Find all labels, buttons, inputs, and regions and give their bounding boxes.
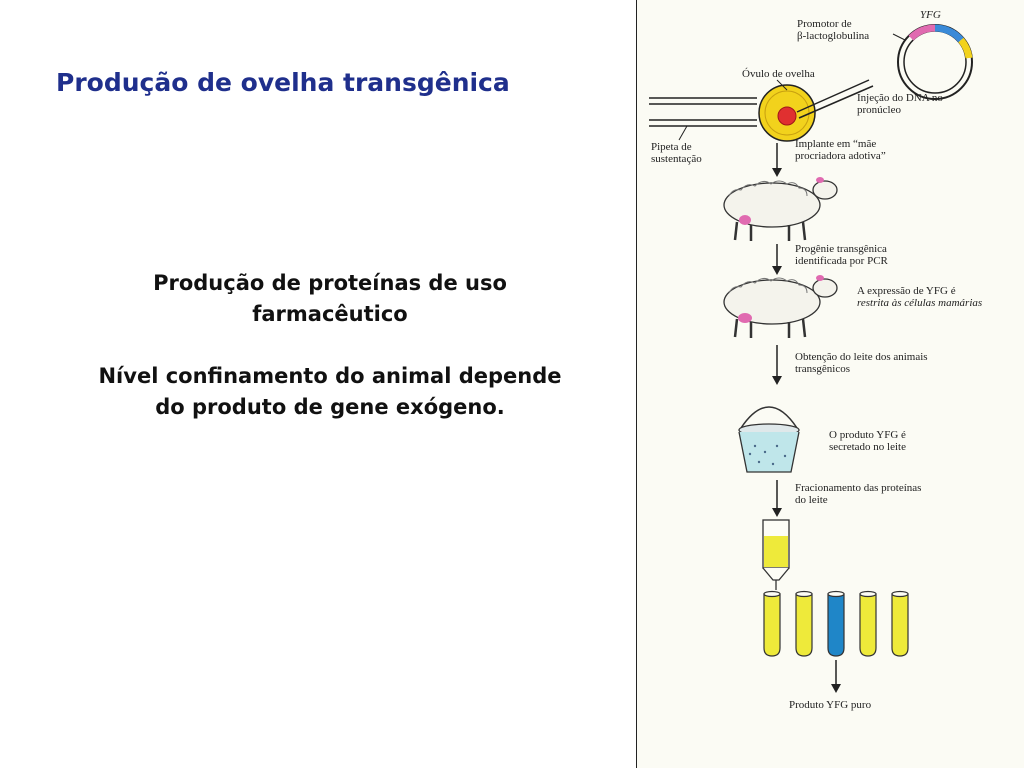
ovum-label: Óvulo de ovelha xyxy=(742,68,815,80)
fraction-label-1: Fracionamento das proteínas xyxy=(795,482,921,494)
progeny-label-1: Progênie transgênica xyxy=(795,243,887,255)
fraction-tube-2 xyxy=(795,590,813,657)
expression-label-1: A expressão de YFG é xyxy=(857,285,956,297)
implant-label-1: Implante em “mãe xyxy=(795,138,876,150)
pipette-label-2: sustentação xyxy=(651,153,702,165)
fraction-tube-1 xyxy=(763,590,781,657)
injection-needle-icon xyxy=(796,79,874,119)
milk-label-2: transgênicos xyxy=(795,363,850,375)
flow-arrow-3 xyxy=(772,345,782,385)
slide-body: Produção de proteínas de uso farmacêutic… xyxy=(30,268,630,423)
implant-label-2: procriadora adotiva” xyxy=(795,150,886,162)
final-product-label: Produto YFG puro xyxy=(789,699,872,711)
plasmid-icon xyxy=(897,24,973,100)
chromatography-column-icon xyxy=(762,519,790,590)
holding-pipette-icon xyxy=(649,97,757,127)
transgenic-sheep-icon xyxy=(723,275,838,338)
fraction-tube-5 xyxy=(891,590,909,657)
milk-label-1: Obtenção do leite dos animais xyxy=(795,351,928,363)
promoter-label-2: β-lactoglobulina xyxy=(797,30,869,42)
injection-label-2: pronúcleo xyxy=(857,104,901,116)
expression-label-2: restrita às células mamárias xyxy=(857,297,982,309)
surrogate-sheep-icon xyxy=(723,177,838,241)
body-line-1: Produção de proteínas de uso xyxy=(153,271,507,295)
injection-label-1: Injeção do DNA no xyxy=(857,92,943,104)
milk-bucket-icon xyxy=(738,406,800,473)
promoter-label-1: Promotor de xyxy=(797,18,852,30)
flow-arrow-5 xyxy=(831,660,841,693)
secreted-label-2: secretado no leite xyxy=(829,441,906,453)
fraction-tube-4 xyxy=(859,590,877,657)
progeny-label-2: identificada por PCR xyxy=(795,255,889,267)
flow-arrow-2 xyxy=(772,244,782,275)
secreted-label-1: O produto YFG é xyxy=(829,429,906,441)
sheep-ovum-icon xyxy=(758,84,816,142)
fraction-label-2: do leite xyxy=(795,494,828,506)
slide-title: Produção de ovelha transgênica xyxy=(56,68,510,97)
flow-arrow-1 xyxy=(772,143,782,177)
body-line-2: farmacêutico xyxy=(252,302,408,326)
body-line-4: do produto de gene exógeno. xyxy=(155,395,505,419)
pipette-label-1: Pipeta de xyxy=(651,141,692,153)
body-line-3: Nível confinamento do animal depende xyxy=(98,364,562,388)
transgenic-sheep-figure: YFG Promotor de β-lactoglobulina Óvulo d… xyxy=(637,0,1024,768)
flow-arrow-4 xyxy=(772,480,782,517)
gene-label: YFG xyxy=(920,9,941,21)
divider-line xyxy=(636,0,637,768)
fraction-tube-3-blue xyxy=(827,590,845,657)
